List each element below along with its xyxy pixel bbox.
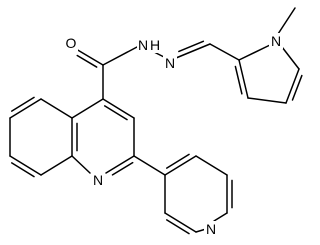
atom-label-quinoline-n: N	[93, 172, 103, 188]
molecule-structure-diagram: O N H N N N N	[9, 7, 303, 237]
atom-label-pyridine-n: N	[206, 221, 216, 237]
bond-pyr-c1-c2	[164, 155, 197, 176]
bond-quin-c4-c3	[102, 98, 135, 119]
atom-amide-nitrogen: N H	[137, 37, 161, 53]
structure-canvas: O N H N N N N	[9, 7, 303, 237]
bond-amide-c-n	[102, 46, 138, 66]
bond-pyr-c2-c3	[195, 155, 228, 176]
bond-quin-c4a-c4	[71, 98, 104, 119]
bond-carbonyl-co-second-line	[76, 54, 98, 68]
bond-pyrrole-c2-c3	[238, 59, 249, 99]
bond-benzo-c5-c6	[9, 98, 42, 119]
bond-benzo-c7-c8	[9, 155, 42, 176]
bond-pyrrole-c2-c3-second-line	[234, 65, 243, 95]
atom-label-pyrrole-n: N	[271, 33, 281, 49]
bond-pyr-n-c5b-second-line	[165, 219, 190, 235]
atom-pyrrole-nitrogen: N	[269, 33, 283, 49]
bond-quin-n1-c8a	[71, 155, 91, 174]
bond-quin-c2-n1	[105, 155, 135, 174]
atom-label-carbonyl-o: O	[66, 35, 77, 51]
bond-hydrazone-cn	[175, 43, 211, 59]
bond-ch-pyrrole	[209, 43, 240, 61]
bond-carbonyl-co	[75, 48, 104, 66]
bond-pyrrole-c3-c4	[247, 97, 287, 104]
bond-hydrazone-cn-second-line	[178, 40, 205, 53]
atom-label-amide-h: H	[150, 37, 160, 53]
atom-pyridine-nitrogen: N	[204, 221, 218, 237]
bond-benzo-c7-c8-second-line	[10, 162, 35, 178]
atom-carbonyl-oxygen: O	[64, 35, 78, 51]
bond-benzo-c4a-c5	[40, 98, 73, 119]
bond-layer	[9, 7, 303, 235]
atom-label-hydrazone-n: N	[165, 55, 175, 71]
bond-benzo-c8-c8a	[40, 155, 73, 176]
bond-pyr-c4-n	[213, 212, 228, 222]
bond-pyrrole-n-c2	[238, 44, 271, 61]
atom-label-layer: O N H N N N N	[64, 33, 283, 237]
bond-benzo-c5-c6-second-line	[10, 96, 35, 112]
bond-pyr-c1-c2-second-line	[165, 153, 190, 169]
atom-quinoline-nitrogen: N	[91, 172, 105, 188]
bond-n-methyl	[277, 7, 296, 35]
bond-pyrrole-c4-c5-second-line	[291, 74, 303, 101]
bond-pyr-n-c5b	[164, 212, 197, 233]
bond-quin-c2-pyr	[133, 155, 166, 176]
atom-label-amide-n: N	[138, 37, 148, 53]
bond-quin-c2-n1-second-line	[111, 161, 134, 176]
bond-quin-c4-c3-second-line	[103, 105, 128, 121]
bond-pyrrole-c5-n	[281, 46, 300, 70]
atom-hydrazone-nitrogen: N	[163, 55, 177, 71]
bond-pyrrole-c4-c5	[285, 68, 300, 104]
